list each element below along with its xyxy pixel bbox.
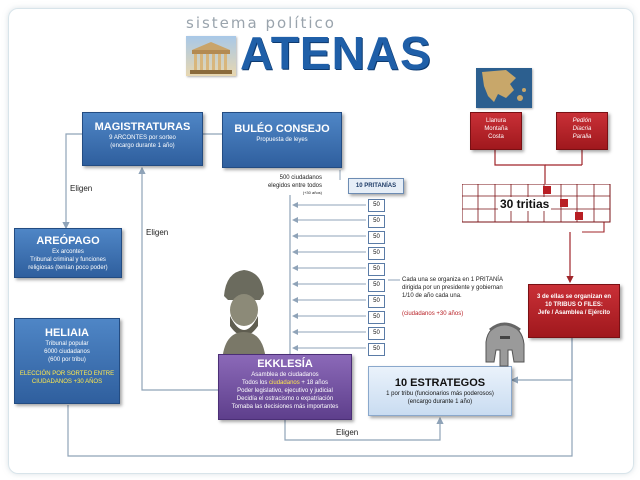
estrategos-title: 10 ESTRATEGOS [394,377,486,389]
pritania-cell-3: 50 [368,231,385,244]
bule-note-line3: (+30 años) [302,190,322,195]
estrategos-line1: 1 por tribu (funcionarios más poderosos) [386,391,494,397]
regions-left-box: Llanura Montaña Costa [470,112,522,150]
regions-left-line1: Llanura [485,118,506,124]
pritania-cell-6: 50 [368,279,385,292]
areopago-line2: Tribunal criminal y funciones [30,257,106,263]
heliaia-line2: 6000 ciudadanos [44,349,90,355]
magistraturas-line2: (encargo durante 1 año) [110,143,175,149]
ekklesia-line2c: + 18 años [299,380,328,386]
eligen-label-left: Eligen [70,184,93,193]
pritania-cell-1: 50 [368,199,385,212]
pritania-cell-5: 50 [368,263,385,276]
heliaia-title: HELIAIA [45,327,89,339]
magistraturas-box: MAGISTRATURAS 9 ARCONTES por sorteo (enc… [82,112,203,166]
ekklesia-box: EKKLESÍA Asamblea de ciudadanos Todos lo… [218,354,352,420]
header-subtitle: sistema político [186,14,336,32]
tribus-line2: 10 TRIBUS O FILES: [545,302,603,308]
bule-note-line2: elegidos entre todos [267,183,322,189]
ekklesia-line2b: ciudadanos [269,380,300,386]
buleo-line1: Propuesta de leyes [256,137,308,143]
pritania-note-line3: 1/10 de año cada una. [402,293,462,299]
tritias-label: 30 tritias [498,197,552,211]
ekklesia-line4: Decidía el ostracismo o expatriación [236,396,334,402]
buleo-title: BULÉO CONSEJO [234,123,330,135]
heliaia-line3: (600 por tribu) [48,357,86,363]
regions-right-box: Pedión Diacria Paralia [556,112,608,150]
tribus-box: 3 de ellas se organizan en 10 TRIBUS O F… [528,284,620,338]
pritania-cell-8: 50 [368,311,385,324]
ekklesia-line2: Todos los ciudadanos + 18 años [219,379,351,387]
pritania-cell-9: 50 [368,327,385,340]
bule-note: 500 ciudadanos elegidos entre todos (+30… [226,174,322,196]
slide-frame [8,8,634,474]
pritania-cell-2: 50 [368,215,385,228]
heliaia-line5: CIUDADANOS +30 AÑOS [31,379,103,385]
pritania-cell-10: 50 [368,343,385,356]
heliaia-line4: ELECCIÓN POR SORTEO ENTRE [19,371,115,377]
areopago-line3: religiosas (tenían poco poder) [28,265,108,271]
eligen-label-mid: Eligen [146,228,169,237]
magistraturas-title: MAGISTRATURAS [94,121,191,133]
pritania-note: Cada una se organiza en 1 PRITANÍA dirig… [402,276,514,318]
ekklesia-line2a: Todos los [242,380,270,386]
pritanias-header-label: 10 PRITANÍAS [355,183,397,189]
heliaia-box: HELIAIA Tribunal popular 6000 ciudadanos… [14,318,120,404]
magistraturas-line1: 9 ARCONTES por sorteo [109,135,176,141]
ekklesia-line5: Tomaba las decisiones más importantes [231,404,339,410]
areopago-title: AREÓPAGO [36,235,100,247]
pritania-cell-4: 50 [368,247,385,260]
bule-note-line1: 500 ciudadanos [279,175,322,181]
parthenon-icon [186,36,236,76]
eligen-label-bottom: Eligen [336,428,359,437]
tribus-line1: 3 de ellas se organizan en [536,294,612,300]
estrategos-line2: (encargo durante 1 año) [407,399,473,405]
tritias-grid: 30 tritias [461,183,612,224]
pericles-bust-icon [212,266,272,362]
regions-right-line3: Paralia [572,134,592,140]
greece-map-icon [476,68,532,108]
ekklesia-title: EKKLESÍA [257,358,313,370]
pritania-note-line2: dirigida por un presidente y gobiernan [402,285,503,291]
heliaia-line1: Tribunal popular [45,341,89,347]
regions-left-line3: Costa [488,134,504,140]
areopago-line1: Ex arcontes [52,249,84,255]
tribus-line3: Jefe / Asamblea / Ejército [537,310,611,316]
regions-right-line1: Pedión [572,118,592,124]
regions-right-line2: Diacria [572,126,592,132]
pritania-note-line1: Cada una se organiza en 1 PRITANÍA [402,277,503,283]
greek-helmet-icon [478,322,530,368]
ekklesia-line3: Poder legislativo, ejecutivo y judicial [237,388,333,394]
ekklesia-line1: Asamblea de ciudadanos [251,372,319,378]
regions-left-line2: Montaña [484,126,508,132]
pritania-cell-7: 50 [368,295,385,308]
buleo-box: BULÉO CONSEJO Propuesta de leyes [222,112,342,168]
pritanias-header: 10 PRITANÍAS [348,178,404,194]
header-title: ATENAS [240,27,432,79]
pritania-note-line4: (ciudadanos +30 años) [402,311,464,317]
areopago-box: AREÓPAGO Ex arcontes Tribunal criminal y… [14,228,122,278]
estrategos-box: 10 ESTRATEGOS 1 por tribu (funcionarios … [368,366,512,416]
